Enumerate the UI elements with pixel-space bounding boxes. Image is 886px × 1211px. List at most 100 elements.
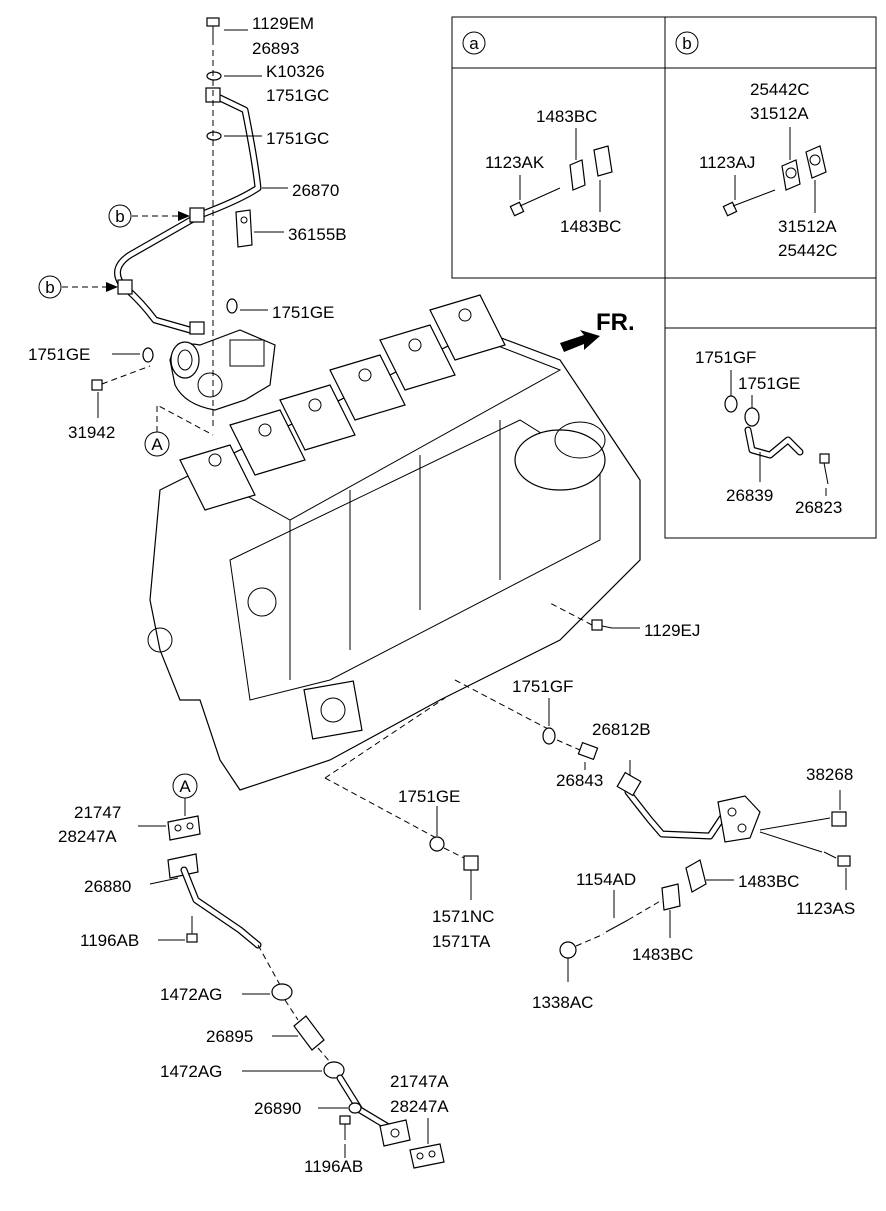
label-1751GE-mid: 1751GE (398, 787, 460, 806)
label-1571NC: 1571NC (432, 907, 494, 926)
pipe-26880 (149, 853, 262, 949)
label-c-1751GF: 1751GF (695, 348, 756, 367)
pipe-26839-legend (744, 426, 804, 482)
bolt-1129EJ (547, 601, 640, 631)
nut-1338AC (559, 933, 605, 982)
label-1751GF-mid: 1751GF (512, 677, 573, 696)
bracket-36155B (235, 209, 284, 248)
washer-1751GE-left (142, 347, 154, 363)
label-26895: 26895 (206, 1027, 253, 1046)
label-26812B: 26812B (592, 720, 651, 739)
label-a-1483BC-top: 1483BC (536, 107, 597, 126)
callout-b-lower: b (38, 275, 118, 299)
label-1129EM: 1129EM (252, 14, 314, 33)
pipe-end-fitting (189, 321, 205, 335)
front-label: FR. (596, 309, 635, 336)
washer-K10326 (206, 71, 222, 81)
legend-frame (451, 16, 877, 279)
connector-26843 (577, 741, 599, 770)
pipe-clip-upper (189, 207, 205, 223)
callout-A-top: A (144, 404, 214, 457)
pipe-26890 (318, 1074, 411, 1147)
legend-lower-frame (664, 277, 877, 539)
label-38268: 38268 (806, 765, 853, 784)
label-26893: 26893 (252, 39, 299, 58)
clip-1483BC-right (685, 859, 734, 893)
hose-26895 (272, 1015, 325, 1051)
label-31942: 31942 (68, 423, 115, 442)
label-c-26823: 26823 (795, 498, 842, 517)
gasket-21747 (138, 815, 201, 841)
washer-1751GE-legend (744, 395, 760, 427)
label-1751GC-b: 1751GC (266, 129, 329, 148)
label-1751GE-top: 1751GE (272, 303, 334, 322)
label-28247A-lower: 28247A (390, 1097, 449, 1116)
turbocharger (169, 329, 276, 411)
legend-header-a-circle (462, 31, 486, 55)
bolt-1123AJ (722, 175, 776, 217)
label-1123AS: 1123AS (796, 899, 855, 918)
clamp-1472AG-lower (242, 1061, 345, 1079)
bolt-1123AK (509, 175, 561, 217)
label-1129EJ: 1129EJ (644, 621, 700, 640)
label-b-1123AJ: 1123AJ (699, 153, 755, 172)
washer-1751GF-legend (724, 370, 738, 413)
callout-b-upper-text: b (115, 207, 124, 226)
clamp-1472AG-upper (242, 983, 293, 1001)
legend-header-a: a (469, 34, 479, 53)
washer-1751GE-top (226, 298, 238, 314)
label-21747A: 21747A (390, 1072, 449, 1091)
engine-block (147, 294, 641, 791)
label-a-1123AK: 1123AK (485, 153, 545, 172)
oil-feed-pipe-26870 (114, 87, 262, 335)
label-26880: 26880 (84, 877, 131, 896)
label-c-1751GE: 1751GE (738, 374, 800, 393)
clip-1483BC-right-2 (661, 883, 681, 938)
label-1154AD: 1154AD (576, 870, 636, 889)
legend-table: a b 1483BC 1123AK 1483BC 25442C 31512A 1… (451, 16, 877, 539)
washer-1751GF-mid (542, 727, 556, 745)
front-arrow-icon (560, 330, 600, 352)
clip-bracket-b (781, 127, 827, 213)
label-a-1483BC-bottom: 1483BC (560, 217, 621, 236)
label-1571TA: 1571TA (432, 932, 491, 951)
callout-b-lower-text: b (45, 278, 54, 297)
label-b-31512A-bottom: 31512A (778, 217, 837, 236)
label-1483BC-right-2: 1483BC (632, 945, 693, 964)
banjo-bolt-1129EM (206, 17, 248, 45)
label-1338AC: 1338AC (532, 993, 593, 1012)
legend-header-b-circle (675, 31, 699, 55)
guide-to-washer-1751GF (454, 679, 551, 731)
guide-pipe-to-clamp (257, 944, 281, 986)
bolt-31942 (91, 365, 151, 418)
label-1472AG-lower: 1472AG (160, 1062, 222, 1081)
callout-A-bottom-text: A (179, 777, 191, 796)
label-26870: 26870 (292, 181, 339, 200)
callout-A-top-text: A (151, 435, 163, 454)
legend-header-b: b (682, 34, 691, 53)
bolt-1196AB-upper (158, 916, 198, 943)
label-21747: 21747 (74, 803, 121, 822)
washer-1751GE-mid (429, 836, 445, 852)
label-1472AG-upper: 1472AG (160, 985, 222, 1004)
bolt-1123AS (759, 831, 851, 890)
label-26843: 26843 (556, 771, 603, 790)
gasket-21747A (409, 1118, 445, 1169)
clip-bracket-a (569, 128, 613, 212)
pipe-clip-lower (117, 279, 133, 295)
label-1751GC-a: 1751GC (266, 86, 329, 105)
washer-1751GC (206, 131, 222, 141)
label-c-26839: 26839 (726, 486, 773, 505)
plug-38268 (759, 790, 847, 831)
label-1751GE-left: 1751GE (28, 345, 90, 364)
label-K10326: K10326 (266, 62, 325, 81)
label-1196AB-lower: 1196AB (304, 1157, 363, 1176)
callout-A-bottom: A (172, 773, 198, 816)
callout-b-upper: b (108, 204, 190, 228)
bolt-26823-legend (819, 453, 830, 496)
stud-1154AD (605, 890, 663, 933)
front-direction-indicator: FR. (560, 309, 635, 352)
plug-1571NC (463, 855, 479, 900)
bolt-1196AB-lower (339, 1115, 351, 1158)
